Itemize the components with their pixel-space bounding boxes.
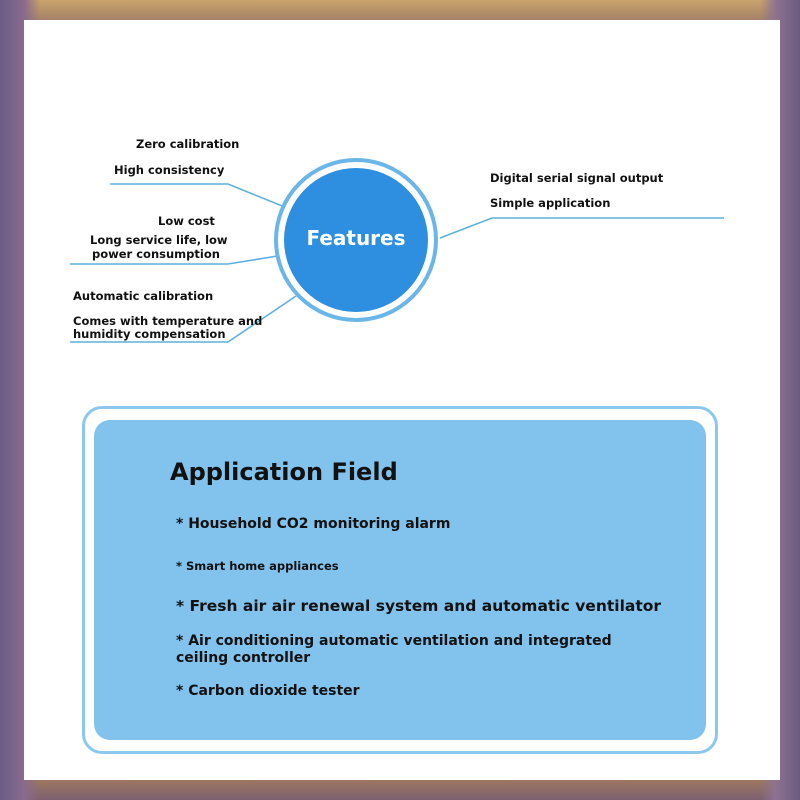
connector-line-right (439, 217, 724, 239)
application-item-fresh-air: * Fresh air air renewal system and autom… (176, 597, 662, 615)
features-circle (284, 168, 428, 312)
label-high-consistency: High consistency (114, 163, 225, 177)
connector-line-top-left (110, 183, 293, 211)
label-digital-output: Digital serial signal output (490, 171, 664, 185)
label-simple-application: Simple application (490, 196, 611, 210)
connector-line-bottom-left (70, 291, 303, 343)
features-title: Features (306, 226, 406, 250)
application-item-co2-tester: * Carbon dioxide tester (176, 683, 360, 699)
application-item-smart-home: * Smart home appliances (176, 559, 339, 573)
label-humidity-compensation: humidity compensation (73, 327, 226, 341)
label-low-cost: Low cost (158, 214, 215, 228)
label-zero-calibration: Zero calibration (136, 137, 240, 151)
application-item-co2-alarm: * Household CO2 monitoring alarm (176, 516, 451, 532)
application-title: Application Field (170, 458, 398, 486)
label-long-service-life: Long service life, low (90, 233, 228, 247)
application-item-ceiling-controller: ceiling controller (176, 650, 311, 666)
connector-line-mid-left (70, 253, 291, 265)
label-temperature-compensation: Comes with temperature and (73, 314, 263, 328)
label-automatic-calibration: Automatic calibration (73, 289, 214, 303)
label-low-power: power consumption (92, 247, 220, 261)
application-item-air-conditioning: * Air conditioning automatic ventilation… (176, 633, 612, 649)
application-card (94, 420, 706, 740)
